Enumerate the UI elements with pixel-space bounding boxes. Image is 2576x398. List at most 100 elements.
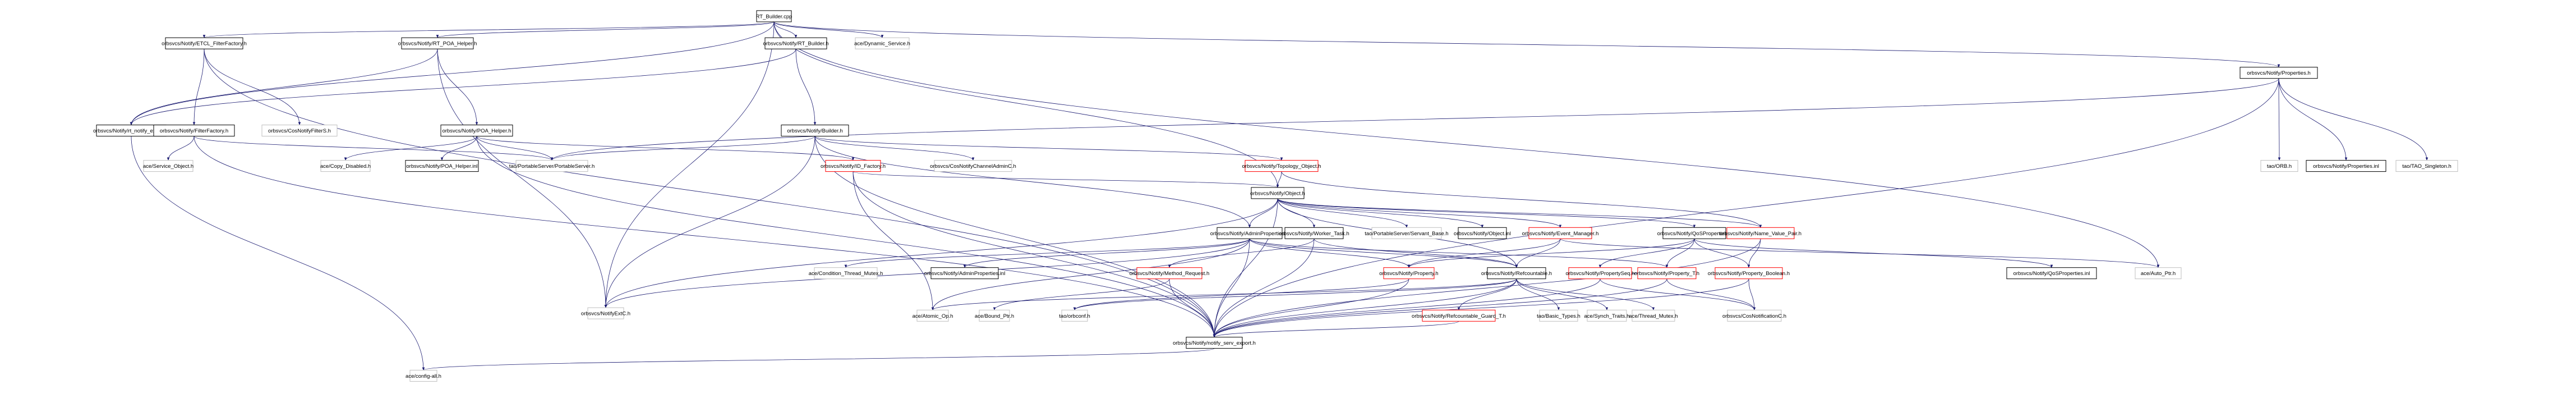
edge-object-to-object_inl bbox=[1277, 198, 1484, 228]
node-method-request[interactable]: orbsvcs/Notify/Method_Request.h bbox=[1130, 267, 1210, 280]
node-property-t[interactable]: orbsvcs/Notify/Property_T.h bbox=[1634, 267, 1699, 280]
node-box bbox=[764, 37, 827, 49]
node-label: ace/Thread_Mutex.h bbox=[1629, 313, 1678, 319]
edge-builder-to-notify_serv_export bbox=[814, 136, 1216, 338]
node-poa-helper-inl[interactable]: orbsvcs/Notify/POA_Helper.inl bbox=[405, 160, 479, 172]
edge-adminproperties-to-notifyextc bbox=[604, 239, 1250, 308]
node-label: orbsvcs/CosNotifyFilterS.h bbox=[268, 128, 331, 134]
node-adminproperties-inl[interactable]: orbsvcs/Notify/AdminProperties.inl bbox=[924, 267, 1006, 280]
edge-topology_object-to-name_value_pair bbox=[1281, 171, 1762, 228]
node-box bbox=[1539, 309, 1578, 322]
node-object[interactable]: orbsvcs/Notify/Object.h bbox=[1250, 187, 1305, 199]
node-cond-thread-mutex: ace/Condition_Thread_Mutex.h bbox=[809, 267, 883, 280]
node-label: orbsvcs/Notify/ETCL_FilterFactory.h bbox=[162, 41, 247, 47]
edge-root-to-notifyextc bbox=[604, 21, 775, 308]
node-property-boolean[interactable]: orbsvcs/Notify/Property_Boolean.h bbox=[1708, 267, 1790, 280]
edge-qosproperties-to-qosproperties_inl bbox=[1694, 238, 2053, 268]
node-worker-task[interactable]: orbsvcs/Notify/Worker_Task.h bbox=[1279, 227, 1349, 239]
node-properties-inl[interactable]: orbsvcs/Notify/Properties.inl bbox=[2306, 160, 2386, 172]
edge-object-to-notify_serv_export bbox=[1213, 198, 1278, 338]
edge-root-to-auto_ptr bbox=[773, 21, 2160, 268]
edge-propertyseq-to-notify_serv_export bbox=[1213, 278, 1601, 338]
node-label: orbsvcs/Notify/Event_Manager.h bbox=[1522, 231, 1599, 237]
node-tao-singleton: tao/TAO_Singleton.h bbox=[2395, 160, 2458, 172]
edge-object-to-qosproperties bbox=[1277, 198, 1696, 228]
edge-event_manager-to-refcountable bbox=[1515, 239, 1561, 268]
node-box bbox=[934, 160, 1012, 172]
node-label: orbsvcs/Notify/Worker_Task.h bbox=[1279, 231, 1349, 237]
node-label: RT_Builder.cpp bbox=[756, 13, 792, 20]
edge-object-to-adminproperties bbox=[1248, 198, 1278, 228]
edge-filterfactory-to-notify_serv_export bbox=[193, 136, 1216, 338]
edge-adminproperties-to-refcountable bbox=[1249, 238, 1518, 268]
node-box bbox=[814, 267, 878, 280]
node-label: orbsvcs/Notify/Topology_Object.h bbox=[1242, 163, 1321, 170]
node-label: tao/TAO_Singleton.h bbox=[2402, 163, 2451, 170]
node-id-factory[interactable]: orbsvcs/Notify/ID_Factory.h bbox=[821, 160, 886, 172]
node-etcl-ff[interactable]: orbsvcs/Notify/ETCL_FilterFactory.h bbox=[162, 37, 247, 49]
node-name-value-pair[interactable]: orbsvcs/Notify/Name_Value_Pair.h bbox=[1720, 227, 1801, 239]
edge-builder-to-adminproperties bbox=[814, 136, 1251, 228]
edge-properties-to-tao_singleton bbox=[2278, 78, 2428, 161]
node-box bbox=[1371, 227, 1442, 239]
node-properties[interactable]: orbsvcs/Notify/Properties.h bbox=[2239, 67, 2318, 79]
edge-etcl_ff-to-cosnotifyfilters bbox=[204, 49, 301, 126]
node-bound-ptr: ace/Bound_Ptr.h bbox=[975, 309, 1014, 322]
edge-event_manager-to-property bbox=[1407, 239, 1561, 268]
node-qosproperties[interactable]: orbsvcs/Notify/QoSProperties.h bbox=[1657, 227, 1732, 239]
node-filterfactory[interactable]: orbsvcs/Notify/FilterFactory.h bbox=[153, 125, 235, 137]
node-label: orbsvcs/Notify/POA_Helper.h bbox=[442, 128, 511, 134]
node-event-manager[interactable]: orbsvcs/Notify/Event_Manager.h bbox=[1522, 227, 1599, 239]
node-qosproperties-inl[interactable]: orbsvcs/Notify/QoSProperties.inl bbox=[2006, 267, 2097, 280]
edge-rt_poa-to-notifyextc bbox=[437, 49, 607, 308]
node-label: orbsvcs/CosNotificationC.h bbox=[1722, 313, 1786, 319]
node-config-all: ace/config-all.h bbox=[405, 369, 441, 382]
edge-propertyseq-to-cosnotificationc bbox=[1600, 278, 1756, 310]
node-label: ace/Synch_Traits.h bbox=[1584, 313, 1630, 319]
node-label: orbsvcs/Notify/Builder.h bbox=[787, 128, 842, 134]
edge-object-to-notifyextc bbox=[604, 198, 1278, 308]
node-label: orbsvcs/Notify/Name_Value_Pair.h bbox=[1720, 231, 1801, 237]
node-box bbox=[916, 309, 949, 322]
node-box bbox=[1587, 309, 1627, 322]
node-box bbox=[756, 10, 792, 22]
node-box bbox=[153, 125, 235, 137]
edge-properties-to-notify_serv_export bbox=[1213, 78, 2279, 338]
edge-refcountable-to-orbconf bbox=[1073, 278, 1517, 310]
node-label: orbsvcs/Notify/Property_T.h bbox=[1634, 271, 1699, 277]
node-rt-poa[interactable]: orbsvcs/Notify/RT_POA_Helper.h bbox=[398, 37, 477, 49]
node-property[interactable]: orbsvcs/Notify/Property.h bbox=[1379, 267, 1439, 280]
node-root[interactable]: RT_Builder.cpp bbox=[756, 10, 792, 22]
edge-object-to-name_value_pair bbox=[1277, 198, 1762, 228]
node-box bbox=[979, 309, 1010, 322]
node-refcountable[interactable]: orbsvcs/Notify/Refcountable.h bbox=[1481, 267, 1552, 280]
edge-method_request-to-bound_ptr bbox=[993, 278, 1170, 310]
node-refcountable-guard[interactable]: orbsvcs/Notify/Refcountable_Guard_T.h bbox=[1412, 309, 1506, 322]
edge-etcl_ff-to-notify_serv_export bbox=[204, 49, 1216, 338]
edge-adminproperties-to-notify_serv_export bbox=[1213, 239, 1250, 338]
edge-property_boolean-to-notify_serv_export bbox=[1213, 278, 1749, 338]
node-builder[interactable]: orbsvcs/Notify/Builder.h bbox=[781, 125, 849, 137]
edge-id_factory-to-object bbox=[852, 171, 1279, 188]
edge-refcountable-to-thread_mutex bbox=[1516, 278, 1655, 310]
node-box bbox=[143, 160, 193, 172]
node-poa-helper[interactable]: orbsvcs/Notify/POA_Helper.h bbox=[440, 125, 513, 137]
node-rt-builder[interactable]: orbsvcs/Notify/RT_Builder.h bbox=[763, 37, 829, 49]
node-adminproperties[interactable]: orbsvcs/Notify/AdminProperties.h bbox=[1210, 227, 1289, 239]
edge-builder-to-portableserver bbox=[550, 136, 815, 161]
node-notify-serv-export[interactable]: orbsvcs/Notify/notify_serv_export.h bbox=[1173, 337, 1256, 349]
node-box bbox=[2395, 160, 2458, 172]
edge-worker_task-to-notify_serv_export bbox=[1213, 239, 1315, 338]
edge-poa_helper-to-id_factory bbox=[476, 136, 855, 161]
node-object-inl[interactable]: orbsvcs/Notify/Object.inl bbox=[1454, 227, 1511, 239]
edge-rt_builder-to-builder bbox=[795, 49, 817, 126]
node-label: orbsvcs/Notify/FilterFactory.h bbox=[160, 128, 228, 134]
node-box bbox=[261, 125, 338, 137]
node-label: orbsvcs/Notify/RT_POA_Helper.h bbox=[398, 41, 477, 47]
node-topology-object[interactable]: orbsvcs/Notify/Topology_Object.h bbox=[1242, 160, 1321, 172]
node-label: orbsvcs/NotifyExtC.h bbox=[581, 311, 630, 317]
node-propertyseq[interactable]: orbsvcs/Notify/PropertySeq.h bbox=[1565, 267, 1635, 280]
edge-adminproperties-to-property bbox=[1249, 239, 1411, 268]
node-label: tao/PortableServer/PortableServer.h bbox=[509, 163, 595, 170]
